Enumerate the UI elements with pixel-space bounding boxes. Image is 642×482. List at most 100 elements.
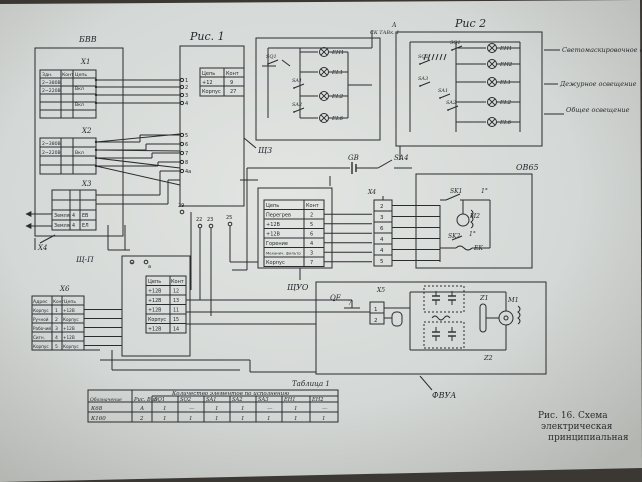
table-cell: 2 xyxy=(310,213,313,219)
wire xyxy=(451,45,463,51)
svg-text:Цепь: Цепь xyxy=(202,71,215,77)
battery-gb xyxy=(247,159,412,174)
lamp-label: EH2 xyxy=(499,62,513,68)
lamp-label: EL1 xyxy=(331,70,343,76)
pin-label: 25 xyxy=(226,215,232,221)
elements-table: Количество элементов по исполнениюОбозна… xyxy=(87,389,339,423)
wire xyxy=(419,81,431,87)
table-header: Обозначение xyxy=(90,396,122,403)
pin-label: 1 xyxy=(374,307,378,313)
table-cell: 1 xyxy=(215,406,219,412)
pin-terminal xyxy=(179,100,185,106)
pin-label: 5 xyxy=(380,259,384,265)
lamp-cross xyxy=(488,98,496,106)
pin-terminal xyxy=(179,168,185,174)
table-cell: Рабочий xyxy=(33,326,51,331)
temp-label: 1° xyxy=(481,188,488,195)
lamp-label: EL6 xyxy=(499,120,512,126)
switch-icon: SQ1 xyxy=(450,40,463,51)
lamp-cross xyxy=(488,44,496,52)
hv-a-label: А xyxy=(391,22,397,29)
svg-text:Вкл: Вкл xyxy=(75,150,84,156)
table-cell: 14 xyxy=(173,327,179,333)
wire xyxy=(451,235,463,241)
sh3-box xyxy=(179,45,245,207)
table-cell: 1 xyxy=(163,406,167,412)
wire xyxy=(435,53,439,61)
svg-text:ЕВ: ЕВ xyxy=(82,213,88,219)
switch-icon: SA2 xyxy=(292,102,305,113)
wire xyxy=(439,93,451,99)
coil xyxy=(470,209,474,229)
table-header: Цепь xyxy=(148,279,161,285)
lamp-label: EL1 xyxy=(499,80,511,86)
table-header: Конт xyxy=(306,203,319,209)
table-cell: 4 xyxy=(55,335,58,341)
pin-label: 6 xyxy=(185,142,188,148)
pin-terminal xyxy=(179,132,185,138)
lamp-circle xyxy=(487,59,497,69)
legend-duty: Дежурное освещение xyxy=(559,80,637,88)
table-cell: — xyxy=(189,406,195,412)
legend-general: Общее освещение xyxy=(566,106,630,114)
lamp-icon: EL6 xyxy=(319,113,344,123)
table-cell: 2 xyxy=(139,416,144,422)
lamp-label: EL2 xyxy=(499,100,512,106)
table-header: Адрес xyxy=(33,299,48,305)
switch-label: SA3 xyxy=(418,76,428,82)
table-cell: 13 xyxy=(173,298,179,304)
lamp-icon: EL2 xyxy=(487,97,512,107)
table-cell: 3 xyxy=(55,326,58,332)
sk2-label: SK2 xyxy=(448,233,461,240)
wire xyxy=(95,157,181,169)
legend-light-mask: Светомаскировочное освещение xyxy=(562,46,642,54)
lamp-cross xyxy=(488,78,496,86)
table-cell: 3 xyxy=(310,251,313,257)
table-cell: — xyxy=(322,406,328,412)
gv-label: GВ xyxy=(348,154,359,162)
terminal-label: а xyxy=(148,264,151,270)
temp-label: 1° xyxy=(469,231,476,238)
pin-terminal xyxy=(179,92,185,98)
table-cell: 1 xyxy=(294,406,298,412)
pin-terminal xyxy=(179,150,185,156)
x6-label: X6 xyxy=(59,285,70,293)
lamp-label: EH1 xyxy=(331,50,344,56)
x4b-label: X4 xyxy=(367,189,376,196)
hv-sk-label: СК ТАВк. 1 xyxy=(370,30,399,36)
table-cell: К160 xyxy=(90,416,106,422)
wire xyxy=(293,107,305,113)
table-cell: 1 xyxy=(189,416,193,422)
table-cell: Корпус xyxy=(266,260,285,266)
node-dot xyxy=(94,164,98,168)
pin-label: 4 xyxy=(380,248,384,254)
node-dot xyxy=(419,63,421,65)
node-dot xyxy=(94,78,98,82)
pin-terminal xyxy=(179,159,185,165)
node-dot xyxy=(293,111,295,113)
lamp-cross xyxy=(320,114,328,122)
table-cell: +12В xyxy=(148,289,161,295)
x5-label: X5 xyxy=(376,287,385,294)
svg-text:Вкл: Вкл xyxy=(75,86,84,92)
filter-top xyxy=(423,285,465,313)
table-cell: 5 xyxy=(55,344,58,350)
caption-line-2: электрическая xyxy=(541,422,613,432)
switch-icon: SA1 xyxy=(438,88,451,99)
table-cell: Механич. фильтр xyxy=(266,251,301,256)
wire xyxy=(281,59,291,67)
table-cell: 12 xyxy=(173,289,179,295)
table-cell: Ручной xyxy=(33,317,49,322)
node-dot xyxy=(293,87,295,89)
node-dot xyxy=(94,140,98,144)
table-cell: А xyxy=(139,406,144,412)
pin-terminal xyxy=(197,223,203,229)
m1-label: M1 xyxy=(507,296,519,304)
pin-label: 29 xyxy=(178,203,184,209)
table-frame xyxy=(87,389,339,423)
svg-text:ЕЛ: ЕЛ xyxy=(82,223,89,229)
wire xyxy=(427,53,431,61)
